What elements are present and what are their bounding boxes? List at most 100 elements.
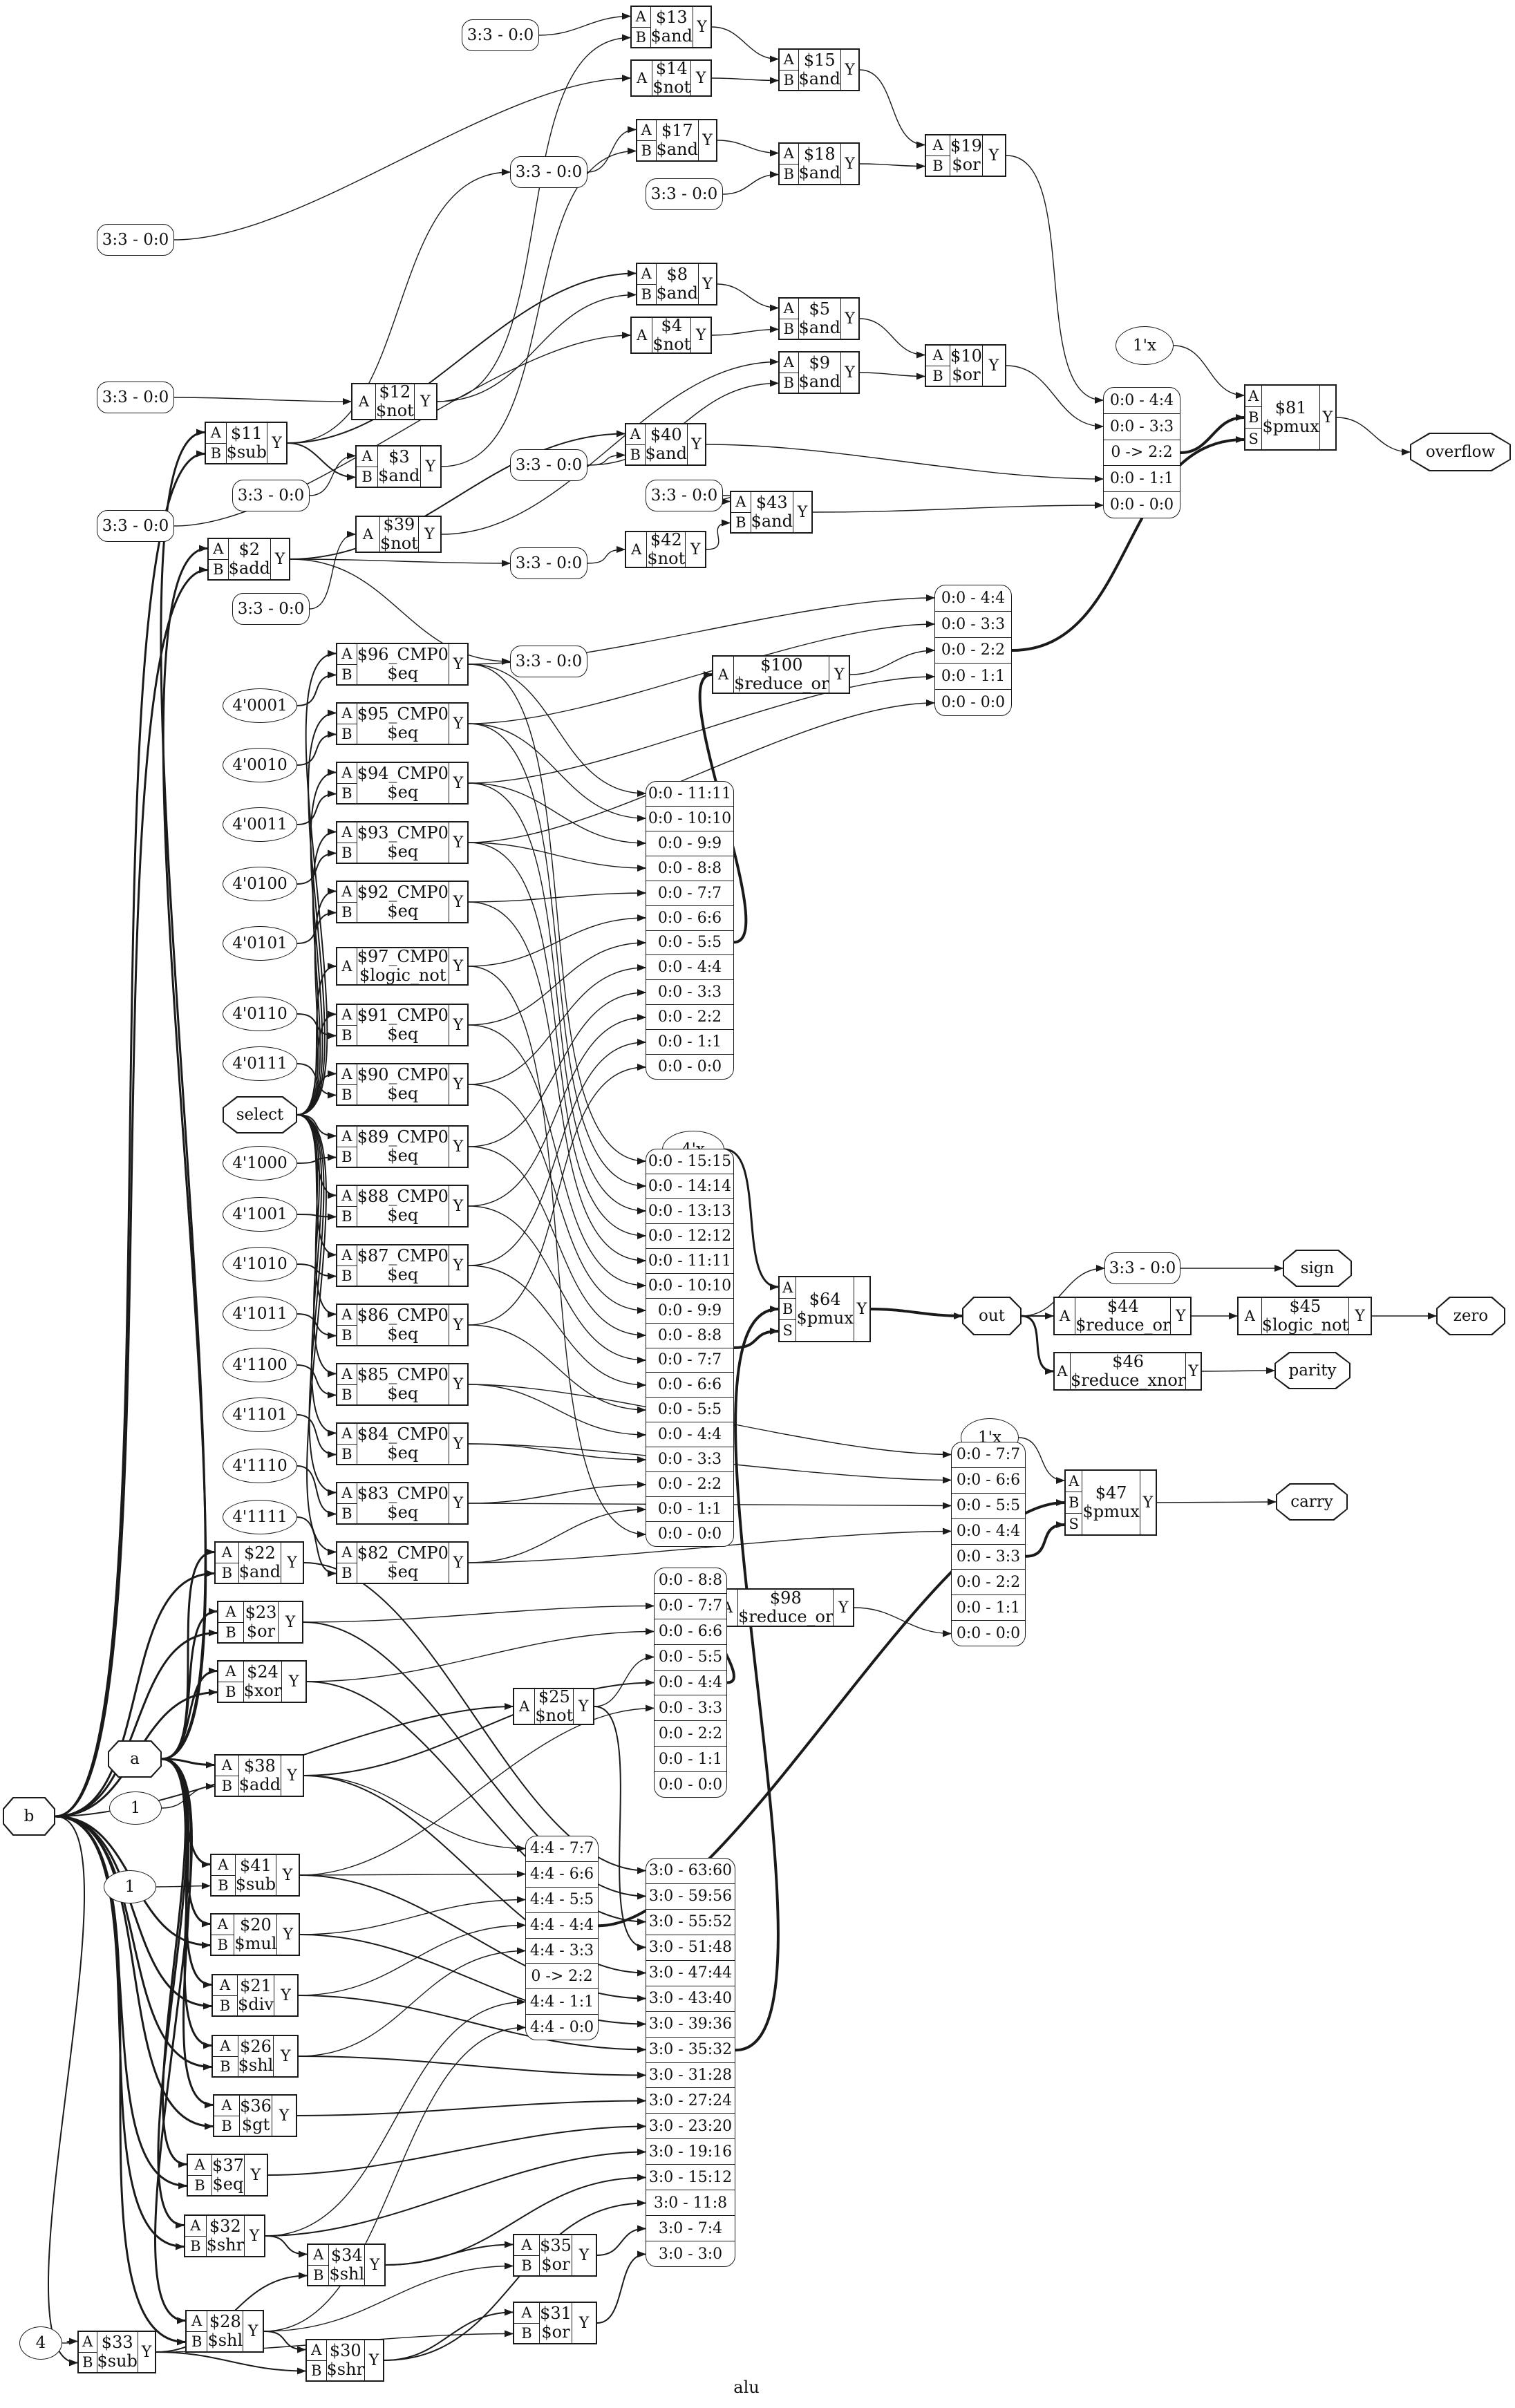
port-a-label: A <box>213 2036 238 2057</box>
cell-op: $sub <box>97 2351 138 2371</box>
cell-label: $46$reduce_xnor <box>1071 1353 1185 1390</box>
cell-op: $eq <box>387 1384 419 1403</box>
cell-id: $22 <box>244 1543 276 1563</box>
slice-row-0-0-10-10: 0:0 - 10:10 <box>646 807 733 831</box>
cell-op: $shl <box>329 2264 365 2284</box>
wire-s4-to-14-a <box>173 75 631 241</box>
slice-row-0-0-8-8: 0:0 - 8:8 <box>646 856 733 881</box>
cell-op: $and <box>656 140 698 159</box>
port-y-label: Y <box>840 352 858 393</box>
cell-id: $91_CMP0 <box>357 1006 449 1026</box>
port-y-label: Y <box>448 1543 467 1583</box>
cell-id: $85_CMP0 <box>357 1365 449 1385</box>
slice-row-3-0-7-4: 3:0 - 7:4 <box>646 2216 735 2242</box>
cell-id: $100 <box>760 655 803 675</box>
wire-89-y-to-k12-r8 <box>468 989 646 1147</box>
slice-row-0-0-3-3: 0:0 - 3:3 <box>1104 414 1180 440</box>
cell-label: $17$and <box>657 120 698 160</box>
slice-row-0-0-4-4: 0:0 - 4:4 <box>1104 388 1180 414</box>
cell-label: $64$pmux <box>796 1277 853 1341</box>
const-4-0001: 4'0001 <box>223 688 297 723</box>
port-y-label: Y <box>448 1305 467 1345</box>
wire-s5-to-12-a <box>173 397 352 405</box>
wire-82-y-to-k16-r14 <box>468 1506 646 1563</box>
port-b-label: B <box>1066 1492 1082 1514</box>
wire-92-y-to-k16-r4 <box>468 901 646 1264</box>
slice-row-0-0-4-4: 0:0 - 4:4 <box>646 955 733 981</box>
port-y-label: Y <box>281 1662 305 1702</box>
slice-row-0-0-0-0: 0:0 - 0:0 <box>657 1525 722 1543</box>
wire-s2-to-17-a <box>587 126 637 173</box>
port-a-label: A <box>637 327 648 344</box>
cell-id: $14 <box>655 59 688 79</box>
wire-96-y-to-k12-r0 <box>468 664 646 797</box>
cell-id: $3 <box>388 447 410 467</box>
wire-four-to-33-a <box>62 2338 78 2345</box>
port-a-label: A <box>780 352 798 373</box>
port-a-label: A <box>307 2340 326 2361</box>
slice-row-0-2-2: 0 -> 2:2 <box>1104 440 1180 467</box>
wire-select-to-96-a <box>297 650 337 1116</box>
cell-id: $42 <box>650 530 682 550</box>
wire-96-y-to-k16-r0 <box>468 664 646 1165</box>
cell-label: $81$pmux <box>1262 386 1319 449</box>
port-a-label: A <box>337 1127 357 1147</box>
wire-out-to-s13 <box>1021 1265 1105 1317</box>
port-sign: sign <box>1283 1250 1352 1287</box>
cell-op: $and <box>798 69 840 88</box>
cell-id: $97_CMP0 <box>357 947 449 967</box>
slice-row-0-0-4-4: 0:0 - 4:4 <box>646 1422 733 1448</box>
port-a-label: A <box>308 2245 329 2266</box>
wire-select-to-86-a <box>297 1114 337 1318</box>
wire-18-y-to-19-b <box>859 162 925 170</box>
port-y-label: Y <box>853 1277 869 1341</box>
port-y-label: Y <box>448 948 467 984</box>
wire-93-y-to-k100-r4 <box>468 699 935 843</box>
port-a-label: A <box>631 541 642 558</box>
port-b-label: B <box>221 1564 233 1581</box>
wire-x1-to-81-a <box>1173 345 1245 399</box>
slice-row-0-0-10-10: 0:0 - 10:10 <box>646 1274 733 1299</box>
wire-select-to-90-a <box>297 1070 337 1116</box>
wire-c1000-to-89-b <box>297 1154 337 1164</box>
cell-label: $28$shl <box>207 2311 243 2351</box>
input-ports: A <box>357 517 380 552</box>
wire-c1010-to-87-b <box>297 1263 337 1280</box>
port-name: parity <box>1288 1362 1337 1380</box>
port-a-label: A <box>514 2303 539 2324</box>
cell-id: $4 <box>661 316 683 336</box>
wire-95-y-to-k12-r1 <box>468 723 646 822</box>
cell-id: $40 <box>650 425 682 445</box>
cell-id: $30 <box>329 2341 361 2361</box>
slice-row-0-0-6-6: 0:0 - 6:6 <box>646 906 733 931</box>
port-b-label: B <box>641 142 652 159</box>
cell-id: $89_CMP0 <box>357 1127 449 1147</box>
cell-id: $44 <box>1107 1297 1139 1317</box>
port-y-label: Y <box>448 704 467 744</box>
wire-c1110-to-83-b <box>297 1465 337 1518</box>
cell-label: $4$not <box>652 316 691 354</box>
port-a-label: A <box>337 1305 357 1326</box>
port-carry: carry <box>1276 1483 1348 1521</box>
cell-op: $not <box>652 335 691 354</box>
wire-9-y-to-10-b <box>859 372 925 380</box>
port-name: zero <box>1453 1307 1489 1325</box>
const-4-0100: 4'0100 <box>223 867 297 901</box>
port-s-label: S <box>782 1322 793 1339</box>
slice-3-3-0-0: 3:3 - 0:0 <box>462 19 539 51</box>
cell-label: $8$and <box>657 264 698 304</box>
